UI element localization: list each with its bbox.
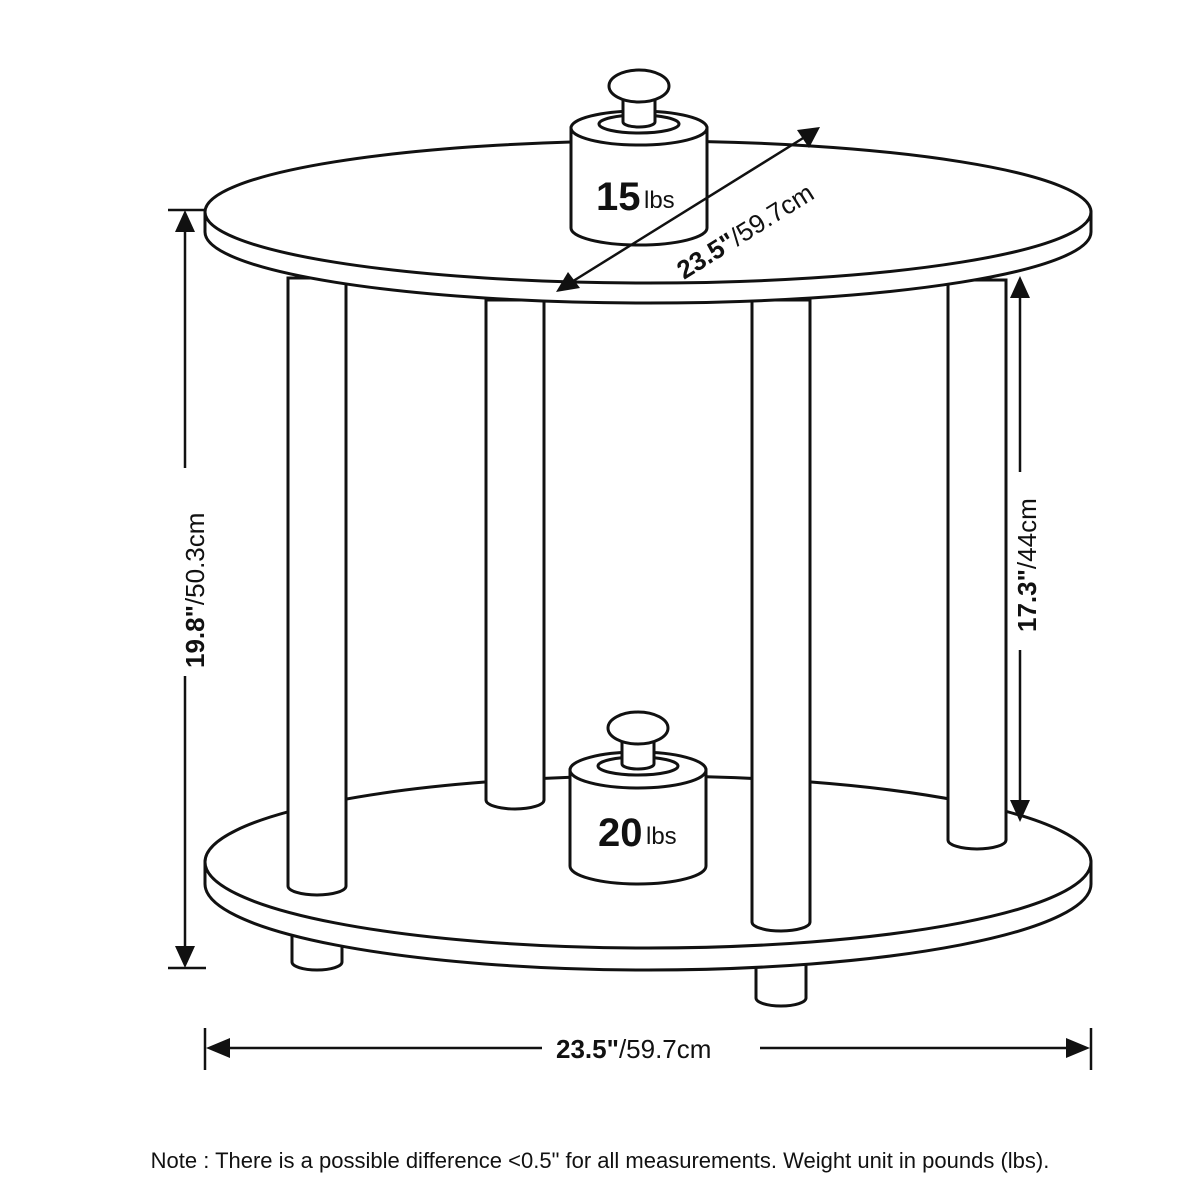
width-label: 23.5"/59.7cm (556, 1034, 711, 1064)
top-weight: 15 lbs (569, 68, 709, 247)
table-legs (286, 276, 1008, 933)
inner-height-dimension: 17.3"/44cm (1010, 276, 1042, 822)
bottom-weight: 20 lbs (568, 710, 708, 886)
measurement-note: Note : There is a possible difference <0… (150, 1148, 1050, 1173)
total-height-dimension: 19.8"/50.3cm (168, 208, 210, 970)
total-height-label: 19.8"/50.3cm (180, 513, 210, 668)
top-weight-unit: lbs (644, 187, 675, 214)
inner-height-label: 17.3"/44cm (1012, 498, 1042, 632)
bottom-weight-value: 20 (598, 811, 643, 855)
top-weight-value: 15 (596, 175, 641, 219)
width-dimension: 23.5"/59.7cm (203, 1028, 1093, 1070)
bottom-weight-unit: lbs (646, 823, 677, 850)
